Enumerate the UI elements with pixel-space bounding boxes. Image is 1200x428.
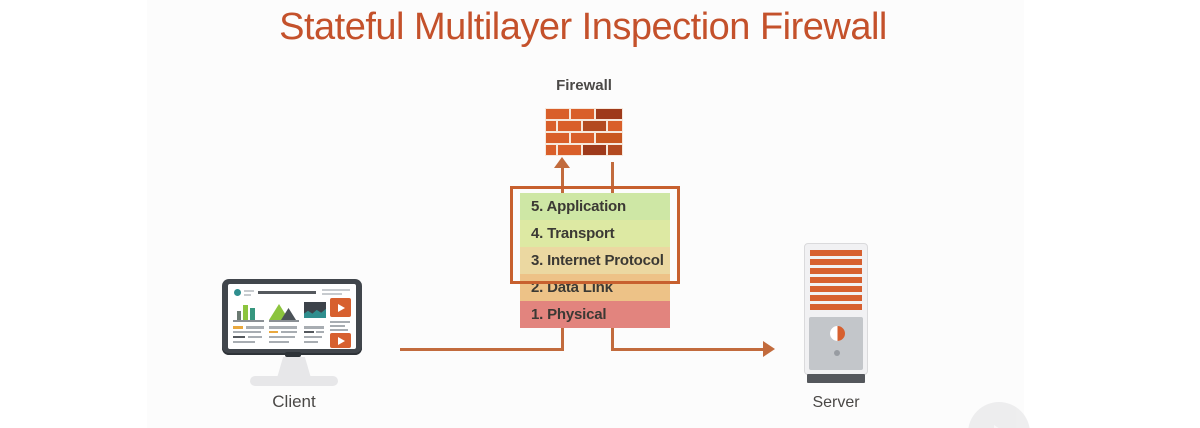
chart-baseline (269, 320, 299, 322)
power-button-icon (830, 326, 845, 341)
text-line (244, 290, 254, 292)
firewall-label: Firewall (556, 77, 612, 94)
server-vent-stripe (810, 277, 862, 283)
text-line (330, 329, 348, 331)
server-front-panel (809, 317, 863, 370)
page-title: Stateful Multilayer Inspection Firewall (279, 6, 887, 48)
connector-client-horizontal (400, 348, 563, 351)
text-line (246, 326, 264, 329)
server-led-dot (834, 350, 840, 356)
text-line (269, 326, 297, 329)
text-line (304, 341, 318, 343)
play-icon (338, 336, 345, 345)
text-line (269, 341, 289, 343)
server-vent-stripe (810, 250, 862, 256)
monitor-stand-neck (277, 357, 311, 378)
firewall-brick-wall-icon (545, 108, 623, 156)
server-vent-stripe (810, 268, 862, 274)
connector-stack-to-firewall (561, 167, 564, 193)
arrow-up-to-firewall-icon (554, 157, 570, 168)
text-line (322, 289, 350, 291)
bar-chart-bar (237, 311, 241, 320)
area-chart-fill (304, 308, 326, 318)
server-vent-stripe (810, 295, 862, 301)
server-vent-stripe (810, 286, 862, 292)
arrow-right-to-server-icon (763, 341, 775, 357)
connector-server-vertical (611, 328, 614, 351)
text-line (233, 336, 245, 338)
video-thumbnail (330, 298, 351, 317)
layer-physical: 1. Physical (520, 301, 670, 328)
layer-application: 5. Application (520, 193, 670, 220)
text-line (233, 326, 243, 329)
bar-chart-bar (250, 308, 255, 320)
text-line (233, 331, 261, 333)
osi-layer-stack: 5. Application 4. Transport 3. Internet … (520, 193, 670, 328)
server-base (807, 374, 865, 383)
monitor-stand-base (250, 376, 338, 386)
connector-server-horizontal (611, 348, 763, 351)
text-line (316, 331, 324, 333)
client-monitor-screen (228, 284, 356, 349)
text-line (330, 321, 350, 323)
layer-internet-protocol: 3. Internet Protocol (520, 247, 670, 274)
watermark-play-icon (994, 425, 1006, 428)
text-line (304, 326, 324, 329)
site-logo-icon (234, 289, 241, 296)
layer-transport: 4. Transport (520, 220, 670, 247)
bar-chart-bar (243, 305, 248, 320)
layer-data-link: 2. Data Link (520, 274, 670, 301)
client-label: Client (272, 392, 316, 411)
text-line (304, 331, 314, 333)
server-vent-stripe (810, 304, 862, 310)
text-line (248, 336, 262, 338)
text-line (244, 294, 251, 296)
text-line (269, 336, 295, 338)
monitor-stand-notch (285, 352, 301, 357)
server-vent-stripe (810, 259, 862, 265)
area-chart (304, 302, 326, 318)
server-label: Server (812, 394, 860, 411)
text-line (304, 336, 322, 338)
chart-baseline (233, 320, 264, 322)
text-line (330, 325, 345, 327)
connector-firewall-to-stack (611, 162, 614, 193)
text-line (281, 331, 297, 333)
text-line (233, 341, 255, 343)
text-line (322, 293, 342, 295)
header-rule (258, 291, 316, 294)
text-line (269, 331, 278, 333)
connector-client-vertical (561, 328, 564, 351)
video-thumbnail (330, 333, 351, 348)
play-icon (338, 303, 345, 312)
